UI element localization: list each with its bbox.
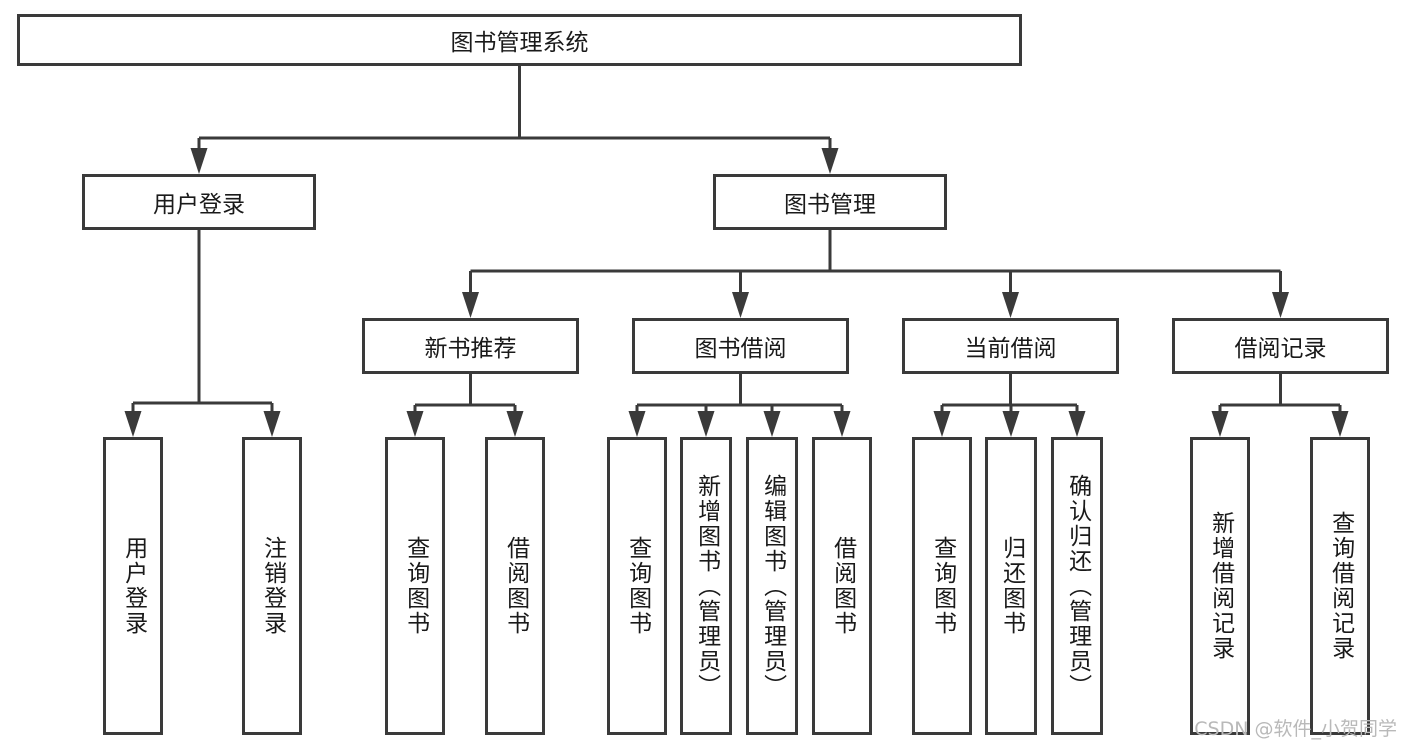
arrow-head-icon xyxy=(124,411,142,437)
arrow-head-icon xyxy=(628,411,646,437)
node-box-leaf-user-logout[interactable] xyxy=(242,437,302,735)
node-box-root[interactable] xyxy=(17,14,1022,66)
node-box-borrow-record[interactable] xyxy=(1172,318,1389,374)
arrow-head-icon xyxy=(763,411,781,437)
node-box-leaf-rec-query[interactable] xyxy=(385,437,445,735)
watermark: CSDN @软件_小贺同学 xyxy=(1194,718,1397,740)
arrow-head-icon xyxy=(1002,411,1020,437)
arrow-head-icon xyxy=(1068,411,1086,437)
arrow-head-icon xyxy=(506,411,524,437)
arrow-head-icon xyxy=(462,292,479,318)
arrow-head-icon xyxy=(697,411,715,437)
arrow-head-icon xyxy=(732,292,749,318)
node-box-book-borrow[interactable] xyxy=(632,318,849,374)
node-box-book-manage[interactable] xyxy=(713,174,947,230)
arrow-head-icon xyxy=(1331,411,1349,437)
node-box-layer xyxy=(17,14,1389,735)
node-box-leaf-borrow-lend[interactable] xyxy=(812,437,872,735)
arrow-head-icon xyxy=(821,148,839,174)
node-box-leaf-rec-borrow[interactable] xyxy=(485,437,545,735)
arrow-head-icon xyxy=(406,411,424,437)
arrow-head-icon xyxy=(1211,411,1229,437)
node-box-new-book-rec[interactable] xyxy=(362,318,579,374)
node-box-leaf-borrow-add[interactable] xyxy=(680,437,732,735)
arrow-head-icon xyxy=(933,411,951,437)
node-box-leaf-cur-return[interactable] xyxy=(985,437,1037,735)
arrow-head-icon xyxy=(1272,292,1289,318)
node-box-leaf-rec-search[interactable] xyxy=(1310,437,1370,735)
node-box-leaf-borrow-query[interactable] xyxy=(607,437,667,735)
connector-layer xyxy=(124,66,1349,437)
node-box-leaf-cur-query[interactable] xyxy=(912,437,972,735)
arrow-head-icon xyxy=(1002,292,1019,318)
node-box-user-login[interactable] xyxy=(82,174,316,230)
node-box-current-borrow[interactable] xyxy=(902,318,1119,374)
node-box-leaf-cur-confirm[interactable] xyxy=(1051,437,1103,735)
arrow-head-icon xyxy=(263,411,281,437)
node-box-leaf-rec-add[interactable] xyxy=(1190,437,1250,735)
arrow-head-icon xyxy=(833,411,851,437)
node-box-leaf-borrow-edit[interactable] xyxy=(746,437,798,735)
arrow-head-icon xyxy=(190,148,208,174)
node-box-leaf-user-login[interactable] xyxy=(103,437,163,735)
